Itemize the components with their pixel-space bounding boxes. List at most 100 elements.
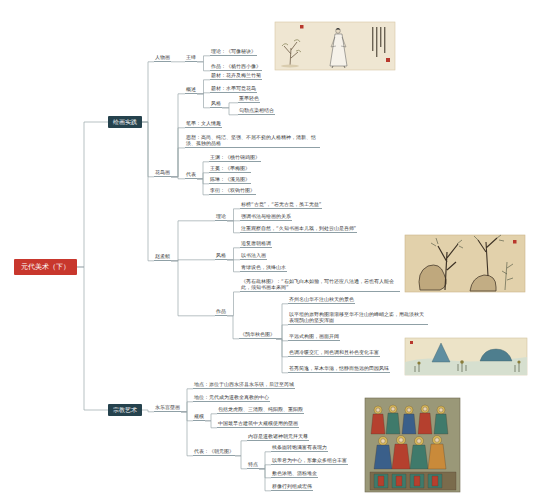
topic-text: 以平坦的原野构图渐渐移至华不注山的峰峭之姿，用疏淡秋天表现鹊山的坚实浑圆 xyxy=(289,311,427,324)
branch-connector xyxy=(197,173,209,179)
branch-connector xyxy=(142,410,154,412)
subtopic: 规模 xyxy=(193,413,205,421)
branch-connector xyxy=(227,221,240,233)
topic-text: 特点 xyxy=(248,461,258,467)
subtopic: 追复唐朝格调 xyxy=(240,240,272,248)
subtopic: 陈琳：《溪凫图》 xyxy=(209,176,251,184)
topic-text: 重墨轻色 xyxy=(239,95,259,101)
branch-connector xyxy=(259,452,271,469)
topic-text: 题材：水墨写意花鸟 xyxy=(211,85,256,91)
topic-text: 地点：原位于山西永济县永乐镇，后迁至芮城 xyxy=(194,381,294,387)
topic-text: 代表 xyxy=(186,171,196,177)
subtopic: 青绿设色，浅绛山水 xyxy=(240,264,287,272)
subtopic: 强调书法与绘画的关系 xyxy=(240,213,292,221)
subtopic: 理论 xyxy=(215,213,227,221)
subtopic: 王绎 xyxy=(185,54,197,62)
branch-connector xyxy=(235,441,247,456)
branch-connector xyxy=(197,62,210,71)
subtopic: 王冕：《墨梅图》 xyxy=(209,165,251,173)
subtopic: 中国最早古建筑中大规模使用的壁画 xyxy=(217,420,299,428)
subtopic: 《秀石疏林图》：“石如飞白木如籀，写竹还应八法通，若也有人能会此，须知书画本来同… xyxy=(240,278,400,293)
subtopic: 群像行列组成宏伟 xyxy=(271,483,313,491)
branch-connector xyxy=(197,80,210,94)
branch-connector xyxy=(197,94,210,108)
topic-text: 敷色浓艳、沥粉堆金 xyxy=(272,470,317,476)
subtopic: 思想：高尚、纯洁、坚强、不屈不挠的人格精神，清新、恬淡、孤独的品格 xyxy=(185,134,320,149)
branch-connector xyxy=(205,414,217,421)
landscape-scroll xyxy=(405,338,527,375)
subtopic: 地点：原位于山西永济县永乐镇，后迁至芮城 xyxy=(193,381,295,389)
branch-connector xyxy=(142,122,154,261)
topic-text: 中国最早古建筑中大规模使用的壁画 xyxy=(218,420,298,426)
topic-text: 宗教艺术 xyxy=(113,407,137,414)
topic-text: 理论 xyxy=(216,213,226,219)
branch-connector xyxy=(171,148,185,177)
topic-text: 色调冷暖交汇，同色调和且补色变化丰富 xyxy=(289,349,379,355)
topic-text: 勾勒点染相结合 xyxy=(239,107,274,113)
branch-connector xyxy=(259,469,271,491)
subtopic: 赵孟頫 xyxy=(154,253,171,261)
topic-text: 追复唐朝格调 xyxy=(241,240,271,246)
subtopic: 苍秀简逸，草木华滋，恬静而悠远的田园风味 xyxy=(288,365,390,373)
branch-connector xyxy=(171,221,215,261)
subtopic: 王渊：《桃竹锦鸡图》 xyxy=(209,154,261,162)
branch-connector xyxy=(259,465,271,469)
subtopic: 题材：花卉及梅兰竹菊 xyxy=(210,72,262,80)
branch-connector xyxy=(235,456,247,469)
topic-text: 永乐宫壁画 xyxy=(155,404,180,410)
branch-connector xyxy=(276,339,288,373)
subtopic: 李衎：《双钩竹图》 xyxy=(209,187,256,195)
branch-connector xyxy=(171,94,185,177)
subtopic: 《鹊华秋色图》 xyxy=(239,331,276,339)
topic-text: 王渊：《桃竹锦鸡图》 xyxy=(210,154,260,160)
subtopic: 永乐宫壁画 xyxy=(154,404,181,412)
topic-text: 风格 xyxy=(211,100,221,106)
branch-connector xyxy=(227,260,240,272)
subtopic: 包括龙虎殿、三清殿、纯阳殿、重阳殿 xyxy=(217,406,304,414)
branch-connector xyxy=(171,128,185,177)
subtopic: 风格 xyxy=(215,252,227,260)
branch-connector xyxy=(227,316,239,339)
topic-text: 王绎 xyxy=(186,54,196,60)
branch-connector xyxy=(222,103,238,108)
branch-connector xyxy=(77,122,108,267)
topic-text: 齐州名山华不注山秋天的景色 xyxy=(289,296,354,302)
rock-tree-painting xyxy=(405,235,525,292)
branch-connector xyxy=(197,179,209,195)
topic-text: 李衎：《双钩竹图》 xyxy=(210,187,255,193)
topic-text: 平远式构图，画面开阔 xyxy=(289,333,339,339)
topic-text: 元代美术（下） xyxy=(21,263,70,271)
branch-connector xyxy=(276,304,288,339)
figure-painting xyxy=(275,22,395,70)
topic-text: 陈琳：《溪凫图》 xyxy=(210,176,250,182)
subtopic: 齐州名山华不注山秋天的景色 xyxy=(288,296,355,304)
topic-text: 青绿设色，浅绛山水 xyxy=(241,264,286,270)
topic-text: 花鸟画 xyxy=(155,169,170,175)
branch-connector xyxy=(171,61,185,62)
topic-text: 包括龙虎殿、三清殿、纯阳殿、重阳殿 xyxy=(218,406,303,412)
topic-text: 群像行列组成宏伟 xyxy=(272,483,312,489)
topic-text: 王冕：《墨梅图》 xyxy=(210,165,250,171)
topic-text: 笔墨：文人情趣 xyxy=(186,120,221,126)
topic-text: 规模 xyxy=(194,413,204,419)
branch-connector xyxy=(77,267,108,410)
subtopic: 概述 xyxy=(185,86,197,94)
topic-text: 绘画实践 xyxy=(113,119,137,126)
subtopic: 理论：《写像秘诀》 xyxy=(210,48,257,56)
topic-text: 苍秀简逸，草木华滋，恬静而悠远的田园风味 xyxy=(289,365,389,371)
subtopic: 线条圆转饱满富有表现力 xyxy=(271,444,328,452)
branch-connector xyxy=(205,421,217,428)
branch-connector xyxy=(181,402,193,412)
topic-text: 代表：《朝元图》 xyxy=(194,448,234,454)
subtopic: 题材：水墨写意花鸟 xyxy=(210,85,257,93)
topic-text: 赵孟頫 xyxy=(155,253,170,259)
topic-text: 理论：《写像秘诀》 xyxy=(211,48,256,54)
topic-text: 以书法入画 xyxy=(241,252,266,258)
subtopic: 作品：《杨竹西小像》 xyxy=(210,63,262,71)
main-branch: 宗教艺术 xyxy=(108,404,142,417)
subtopic: 以帝君为中心，形象众多组合丰富 xyxy=(271,457,348,465)
subtopic: 标榜“古意”，“若无古意，虽工无益” xyxy=(240,201,322,209)
subtopic: 代表 xyxy=(185,171,197,179)
central-topic: 元代美术（下） xyxy=(14,259,77,275)
